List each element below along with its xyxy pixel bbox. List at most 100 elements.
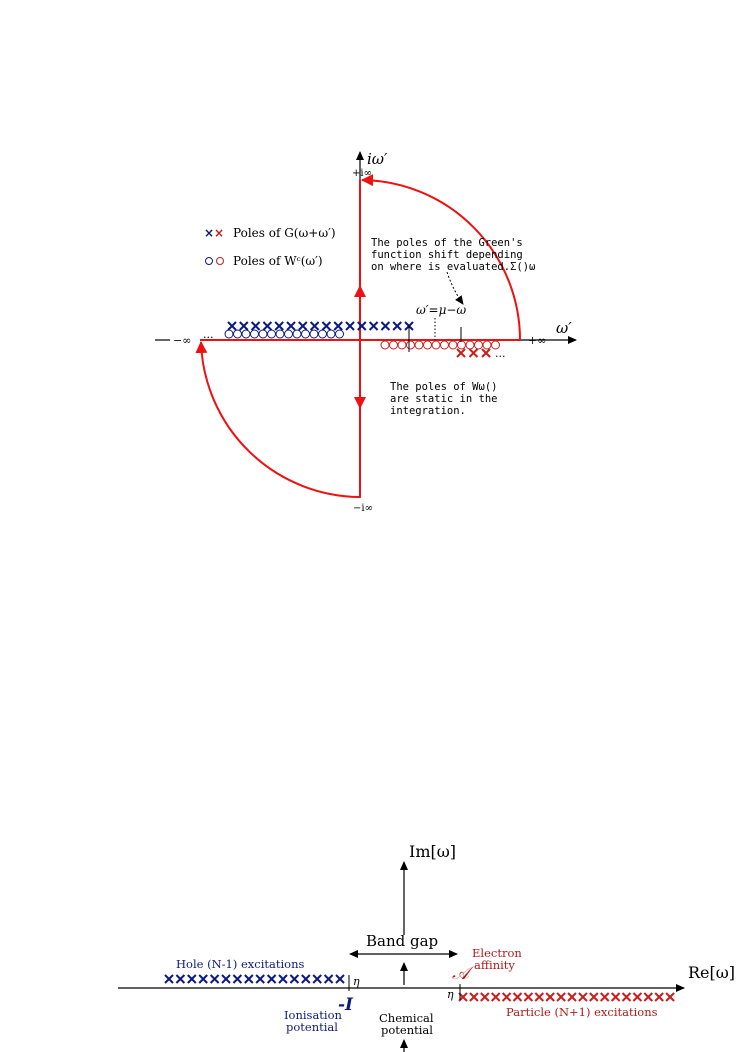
particle-pole-cross bbox=[534, 992, 545, 1002]
pole-circle-blue bbox=[301, 329, 310, 339]
pole-circle-blue bbox=[241, 329, 251, 339]
hole-excitations-label: Hole (N-1) excitations bbox=[176, 957, 305, 971]
pole-cross-blue bbox=[345, 321, 355, 331]
particle-pole-cross bbox=[665, 992, 675, 1002]
pole-circle-red bbox=[389, 340, 398, 350]
legend: × × Poles of G(ω+ω′) Poles of Wᶜ(ω′) bbox=[204, 226, 336, 268]
note-green-line-3: on where is evaluated.Σ()ω bbox=[371, 261, 535, 273]
imag-axis-label: iω′ bbox=[367, 150, 388, 168]
electron-affinity-line-2: affinity bbox=[474, 958, 515, 972]
particle-pole-cross bbox=[469, 992, 479, 1002]
dots-left: ... bbox=[203, 328, 214, 341]
pole-cross-blue bbox=[274, 321, 284, 331]
pole-cross-blue bbox=[298, 321, 308, 331]
note-w-line-3: integration. bbox=[390, 405, 466, 417]
pole-circle-red bbox=[491, 340, 500, 350]
chemical-potential-line-1: Chemical bbox=[379, 1011, 434, 1025]
hole-pole-cross bbox=[323, 974, 334, 984]
particle-excitation-poles bbox=[458, 992, 675, 1002]
particle-pole-cross bbox=[567, 992, 577, 1002]
electron-affinity-line-1: Electron bbox=[472, 946, 522, 960]
im-axis-label: Im[ω] bbox=[409, 842, 456, 861]
particle-pole-cross bbox=[578, 992, 588, 1002]
pole-circle-red bbox=[397, 340, 407, 350]
pole-circle-blue bbox=[326, 329, 336, 339]
hole-pole-cross bbox=[266, 974, 277, 984]
particle-pole-cross bbox=[501, 992, 512, 1002]
pole-cross-red bbox=[456, 348, 466, 358]
pole-circle-red bbox=[457, 340, 466, 350]
legend-cross-marker-blue: × bbox=[204, 226, 214, 240]
particle-pole-cross bbox=[480, 992, 490, 1002]
pole-circle-red bbox=[380, 340, 390, 350]
eta-label-left: η bbox=[353, 975, 360, 988]
pole-cross-blue bbox=[262, 321, 273, 331]
ionisation-label-line-2: potential bbox=[286, 1020, 338, 1034]
re-axis-label: Re[ω] bbox=[688, 963, 735, 982]
pole-circle-red bbox=[440, 340, 449, 350]
particle-pole-cross bbox=[589, 992, 599, 1002]
hole-pole-cross bbox=[232, 974, 243, 984]
pole-circle-blue bbox=[250, 329, 259, 339]
pole-cross-blue bbox=[309, 321, 320, 331]
w-poles-blue bbox=[224, 329, 344, 339]
particle-pole-cross bbox=[632, 992, 643, 1002]
pole-circle-red bbox=[431, 340, 441, 350]
pole-circle-blue bbox=[258, 329, 268, 339]
hole-pole-cross bbox=[255, 974, 265, 984]
integration-contour bbox=[195, 174, 521, 498]
chemical-potential-line-2: potential bbox=[381, 1023, 433, 1037]
pole-cross-blue bbox=[239, 321, 249, 331]
note-green-line-1: The poles of the Green's bbox=[371, 237, 523, 249]
hole-pole-cross bbox=[244, 974, 254, 984]
hole-pole-cross bbox=[312, 974, 322, 984]
note-w-poles: The poles of Wω() are static in the inte… bbox=[390, 381, 497, 417]
particle-pole-cross bbox=[599, 992, 610, 1002]
pole-circle-blue bbox=[275, 329, 285, 339]
affinity-symbol: 𝒜 bbox=[452, 963, 474, 984]
note-pointer-arrow bbox=[446, 271, 464, 305]
note-green-line-2: function shift depending bbox=[371, 249, 523, 261]
legend-green-poles-label: Poles of G(ω+ω′) bbox=[233, 226, 336, 240]
ionisation-symbol: -I bbox=[338, 995, 354, 1015]
pole-cross-red bbox=[468, 348, 479, 358]
pole-circle-red bbox=[482, 340, 492, 350]
pole-cross-blue bbox=[286, 321, 296, 331]
ionisation-label-line-1: Ionisation bbox=[284, 1008, 343, 1022]
particle-pole-cross bbox=[512, 992, 523, 1002]
pole-circle-red bbox=[465, 340, 475, 350]
particle-pole-cross bbox=[490, 992, 501, 1002]
particle-pole-cross bbox=[610, 992, 621, 1002]
eta-label-right: η bbox=[447, 988, 454, 1001]
particle-pole-cross bbox=[643, 992, 654, 1002]
pole-circle-blue bbox=[318, 329, 327, 339]
hole-pole-cross bbox=[198, 974, 208, 984]
legend-circle-marker-blue bbox=[205, 257, 213, 265]
hole-pole-cross bbox=[164, 974, 174, 984]
particle-pole-cross bbox=[556, 992, 566, 1002]
hole-pole-cross bbox=[335, 974, 345, 984]
pole-circle-blue bbox=[224, 329, 234, 339]
hole-pole-cross bbox=[187, 974, 197, 984]
pole-circle-red bbox=[406, 340, 415, 350]
pole-circle-blue bbox=[292, 329, 302, 339]
hole-pole-cross bbox=[289, 974, 300, 984]
imag-top-label: +i∞ bbox=[352, 168, 372, 179]
w-poles-red bbox=[380, 340, 500, 350]
hole-pole-cross bbox=[209, 974, 220, 984]
particle-pole-cross bbox=[523, 992, 534, 1002]
note-green-function: The poles of the Green's function shift … bbox=[371, 237, 535, 273]
pole-circle-blue bbox=[309, 329, 319, 339]
pole-cross-blue bbox=[380, 321, 391, 331]
band-gap-diagram: Im[ω] Re[ω] Band gap η η Hole (N-1) exci… bbox=[118, 842, 735, 1052]
hole-pole-cross bbox=[221, 974, 231, 984]
particle-pole-cross bbox=[654, 992, 664, 1002]
note-w-line-1: The poles of Wω() bbox=[390, 381, 497, 393]
band-gap-label: Band gap bbox=[366, 932, 438, 950]
pole-cross-blue bbox=[227, 321, 237, 331]
pole-circle-blue bbox=[267, 329, 276, 339]
shift-label: ω′=μ−ω bbox=[416, 303, 466, 317]
pole-cross-blue bbox=[392, 321, 402, 331]
real-right-label: +∞ bbox=[528, 334, 546, 347]
